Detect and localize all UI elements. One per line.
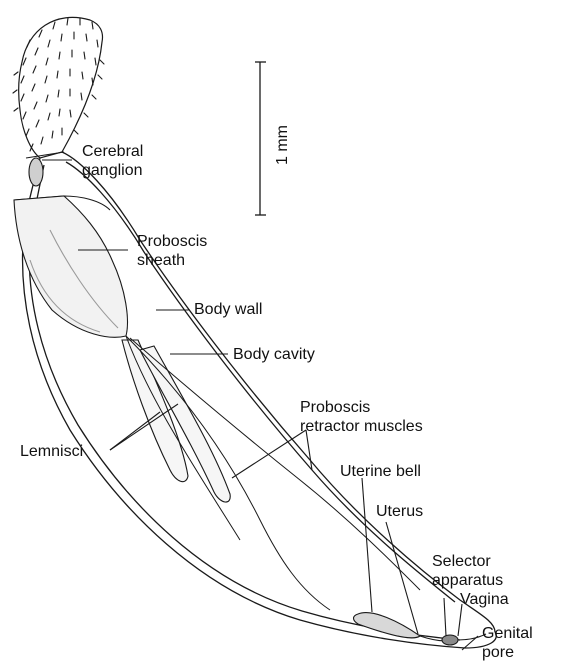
label-genital-pore-line2: pore — [482, 643, 533, 662]
body-wall — [23, 152, 497, 648]
label-cerebral-ganglion: Cerebral ganglion — [82, 142, 143, 180]
label-lemnisci: Lemnisci — [20, 442, 83, 461]
reproductive-organs — [354, 613, 487, 645]
label-genital-pore-line1: Genital — [482, 624, 533, 643]
label-cerebral-ganglion-line2: ganglion — [82, 161, 143, 180]
label-uterus: Uterus — [376, 502, 423, 521]
label-genital-pore: Genital pore — [482, 624, 533, 662]
label-selector-apparatus: Selector apparatus — [432, 552, 503, 590]
label-proboscis-retractor-line1: Proboscis — [300, 398, 423, 417]
label-proboscis-sheath-line2: sheath — [137, 251, 207, 270]
label-body-cavity: Body cavity — [233, 345, 315, 364]
scale-bar-label: 1 mm — [274, 125, 292, 165]
cerebral-ganglion-shape — [29, 158, 43, 186]
label-selector-line2: apparatus — [432, 571, 503, 590]
label-proboscis-sheath-line1: Proboscis — [137, 232, 207, 251]
label-cerebral-ganglion-line1: Cerebral — [82, 142, 143, 161]
label-proboscis-sheath: Proboscis sheath — [137, 232, 207, 270]
label-uterine-bell: Uterine bell — [340, 462, 421, 481]
proboscis — [13, 17, 104, 158]
proboscis-sheath-shape — [14, 196, 127, 337]
selector-apparatus-shape — [442, 635, 458, 645]
label-proboscis-retractor-muscles: Proboscis retractor muscles — [300, 398, 423, 436]
uterine-bell-shape — [354, 613, 421, 638]
label-vagina: Vagina — [460, 590, 509, 609]
label-selector-line1: Selector — [432, 552, 503, 571]
scale-bar — [255, 62, 266, 215]
label-proboscis-retractor-line2: retractor muscles — [300, 417, 423, 436]
label-body-wall: Body wall — [194, 300, 262, 319]
